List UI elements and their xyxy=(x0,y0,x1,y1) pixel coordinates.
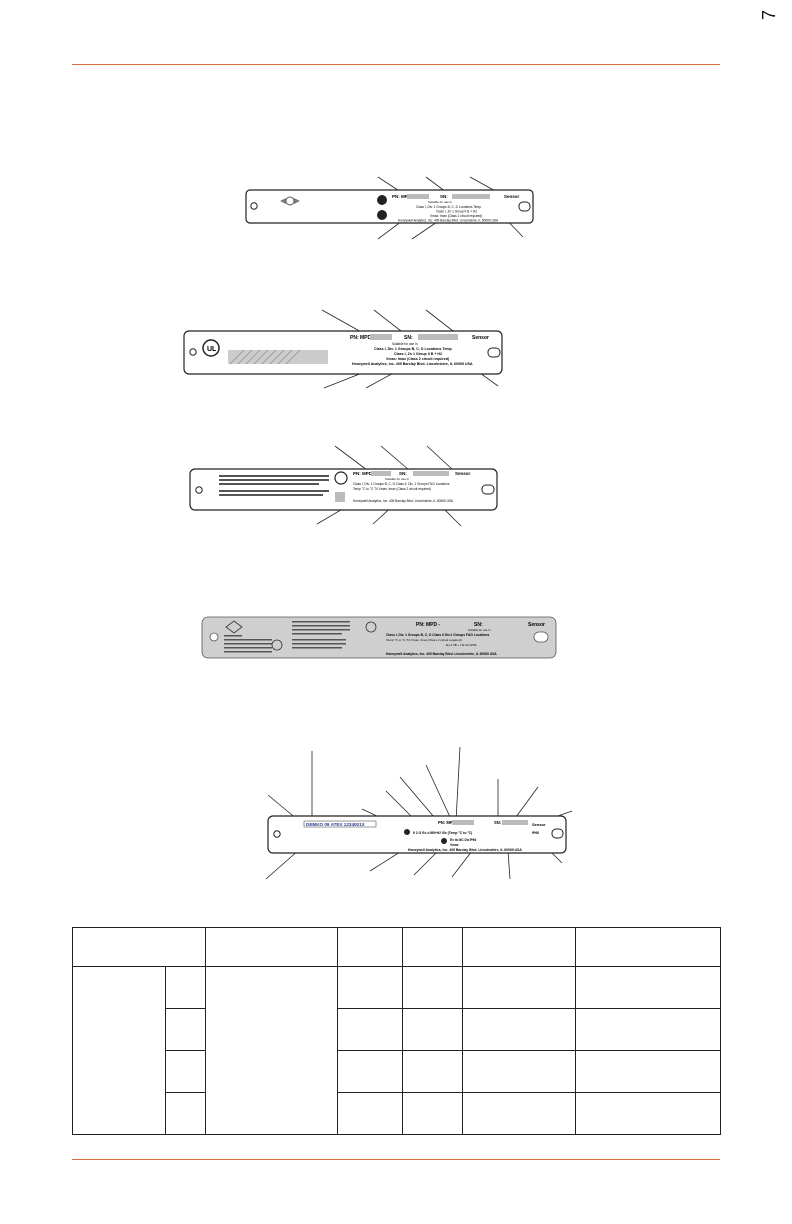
address-text: Honeywell Analytics, Inc. 405 Barclay Bl… xyxy=(352,362,473,366)
vmax-text: Vmax: Imax (Class 2 circuit required) xyxy=(386,357,450,361)
class2-text: Temp °C to °C T4 Vmax: Imax (Class 2 cir… xyxy=(353,487,431,491)
table-cell xyxy=(462,966,576,1009)
class2-text: Class I, Zn 1 Group II B + H2 xyxy=(394,352,442,356)
rated-text: Suitable for use in xyxy=(468,628,491,632)
table-cell xyxy=(165,966,206,1009)
svg-text:UL: UL xyxy=(207,346,217,353)
table-cell xyxy=(165,1050,206,1093)
class-text: Class I, Div. 1 Groups B, C, D Class II … xyxy=(386,633,490,637)
class2-text: Ex tb IIIC Db IP66 xyxy=(450,838,476,842)
pn-text: PN: MPD - xyxy=(416,622,441,628)
class2-text: Class I, Zn 1 Group II B + H2 xyxy=(436,210,477,214)
address-text: Honeywell Analytics, Inc. 405 Barclay Bl… xyxy=(353,499,454,503)
hatched-area xyxy=(228,349,328,365)
class-text: Class I, Div. 1 Groups B, C, D Class II,… xyxy=(353,482,450,486)
ul-diamond-icon xyxy=(225,620,243,634)
pn-text: PN: MPD - xyxy=(353,471,375,476)
header-rule xyxy=(72,64,720,65)
class-text: II 2 G Ex d IIB+H2 Gb (Temp °C to °C) xyxy=(413,831,472,835)
table-cell xyxy=(205,966,338,1135)
label-figure-1: PN: MPD - SN: Sensor Suitable for use in… xyxy=(240,165,540,245)
rated-text: Suitable for use in xyxy=(385,477,409,481)
table-cell xyxy=(462,1008,576,1051)
cert-number-text: DEMKO 09 ATEX 1234001X xyxy=(306,822,366,827)
certification-text-block xyxy=(224,621,350,653)
pn-text: PN: MPD - xyxy=(392,194,414,199)
page-number: 7 xyxy=(759,10,779,21)
table-row xyxy=(73,1008,721,1051)
sn-text: SN: xyxy=(404,335,413,341)
table-cell xyxy=(462,1050,576,1093)
table-header-cell xyxy=(205,927,338,967)
label-figure-2: UL PN: MPD - SN: Sensor Suitable for use… xyxy=(180,300,520,395)
table-cell xyxy=(337,1050,403,1093)
sn-text: SN: xyxy=(399,471,407,476)
sensor-text: Sensor xyxy=(528,622,545,628)
class-text: Class I, Div. 1 Groups B, C, D Locations… xyxy=(416,205,481,209)
footer-rule xyxy=(72,1159,720,1160)
table-cell xyxy=(402,1092,463,1135)
table-header-row xyxy=(72,927,721,967)
ip-text: IP66 xyxy=(532,831,539,835)
table-header-cell xyxy=(575,927,721,967)
ce-icon xyxy=(280,196,300,206)
ul-logo-icon xyxy=(334,471,348,485)
label-figure-3: PN: MPD - SN: Sensor Suitable for use in… xyxy=(185,440,515,535)
vmax-text: Vmax xyxy=(450,843,459,847)
vmax-text: Vmax: Imax (Class 2 circuit required) xyxy=(430,214,482,218)
table-cell xyxy=(575,966,721,1009)
ul-logo-icon xyxy=(365,621,377,633)
spec-table xyxy=(72,927,721,1135)
table-cell xyxy=(402,966,463,1009)
table-header-cell xyxy=(402,927,463,967)
table-header-cell xyxy=(337,927,403,967)
table-cell xyxy=(337,1092,403,1135)
label-figure-4: PN: MPD - SN: Sensor Suitable for use in… xyxy=(200,615,560,660)
pn-text: PN: MPD - xyxy=(350,335,375,341)
pn-text: PN: MPD - xyxy=(438,820,459,825)
table-cell xyxy=(575,1050,721,1093)
table-cell xyxy=(165,1008,206,1051)
label-figure-5: DEMKO 09 ATEX 1234001X II 2 G Ex d IIB+H… xyxy=(240,745,580,890)
table-cell xyxy=(575,1008,721,1051)
table-cell xyxy=(402,1050,463,1093)
sn-text: SN: xyxy=(440,194,448,199)
sensor-text: Sensor xyxy=(472,335,489,341)
address-text: Honeywell Analytics, Inc. 405 Barclay Bl… xyxy=(398,219,499,223)
warning-text-block xyxy=(219,475,329,496)
class2-text: Temp °C to °C T4 Vmax: Imax (Class 2 cir… xyxy=(386,638,462,642)
table-cell xyxy=(402,1008,463,1051)
ce-icon xyxy=(271,639,283,651)
sensor-text: Sensor xyxy=(532,822,546,827)
ul-logo-icon xyxy=(202,339,220,357)
table-cell xyxy=(575,1092,721,1135)
ex-hexagon-icon xyxy=(404,829,410,835)
table-cell xyxy=(337,1008,403,1051)
table-cell xyxy=(337,966,403,1009)
table-cell xyxy=(165,1092,206,1135)
ex-hexagon-icon-2 xyxy=(441,838,447,844)
table-row xyxy=(72,966,721,1135)
sn-text: SN: xyxy=(494,820,501,825)
ul-icon xyxy=(377,195,387,220)
table-cell xyxy=(72,966,166,1135)
table-header-cell xyxy=(72,927,206,967)
table-row xyxy=(73,1050,721,1093)
address-text: Honeywell Analytics, Inc. 405 Barclay Bl… xyxy=(408,848,522,852)
class-text: Class I, Div. 1 Groups B, C, D Locations… xyxy=(374,347,453,351)
sensor-text: Sensor xyxy=(504,194,520,199)
sn-text: SN: xyxy=(474,622,483,628)
sensor-text: Sensor xyxy=(455,471,471,476)
rated-text: Suitable for use in xyxy=(428,200,452,204)
csa-icon xyxy=(335,492,345,502)
table-cell xyxy=(462,1092,576,1135)
table-header-cell xyxy=(462,927,576,967)
rated-text: Suitable for use in xyxy=(392,342,418,346)
vmax-text: Ex d IIB + H2 Gb IP66 xyxy=(446,643,477,647)
address-text: Honeywell Analytics, Inc. 405 Barclay Bl… xyxy=(386,652,497,656)
table-row xyxy=(73,1092,721,1135)
